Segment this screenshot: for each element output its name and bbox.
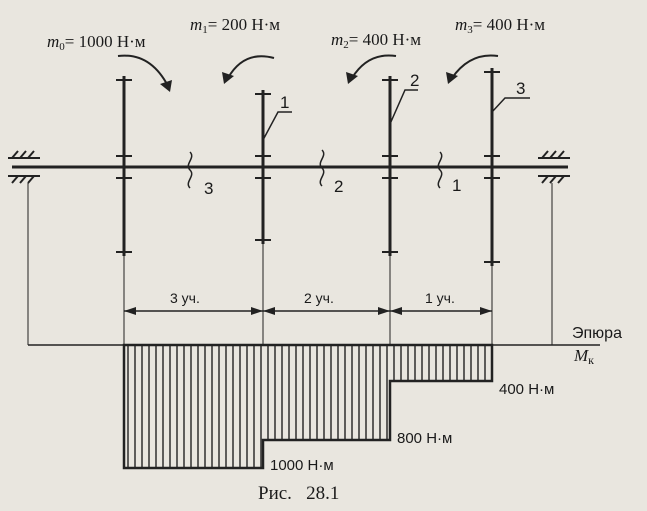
moment-label-m1: m1= 200 Н·м [190,15,281,36]
moment-label-m2: m2= 400 Н·м [331,30,422,51]
diagram-title: Эпюра [572,325,622,342]
gear-number-3: 3 [516,79,526,98]
extension-lines [27,183,553,345]
right-support [538,150,570,184]
gear-number-1: 1 [280,93,290,112]
moment-label-m0: m0= 1000 Н·м [47,32,146,53]
gear-label-leaders [262,89,530,141]
diagram-value-400: 400 Н·м [499,381,555,398]
region-number-2: 2 [334,177,344,196]
diagram-value-1000: 1000 Н·м [270,457,334,474]
gear-number-2: 2 [410,71,420,90]
torque-diagram-outline [122,343,494,470]
diagram-value-800: 800 Н·м [397,430,453,447]
diagram-symbol: Mк [574,346,595,367]
moment-arrowheads [160,72,458,92]
moment-label-m3: m3= 400 Н·м [455,15,546,36]
segment-dimension-arrows [124,307,492,315]
section-marks [187,149,443,189]
figure-caption: Рис. 28.1 [258,483,340,504]
gear-2 [382,76,398,256]
region-number-3: 3 [204,179,214,198]
left-support [8,150,40,184]
torque-diagram-hatch [127,345,486,468]
segment-label-1: 1 уч. [425,290,455,306]
gear-3 [484,68,500,266]
segment-label-3: 3 уч. [170,290,200,306]
gear-1 [255,90,271,244]
moment-arrows [117,54,499,87]
region-number-1: 1 [452,176,462,195]
segment-label-2: 2 уч. [304,290,334,306]
gear-0 [116,76,132,256]
